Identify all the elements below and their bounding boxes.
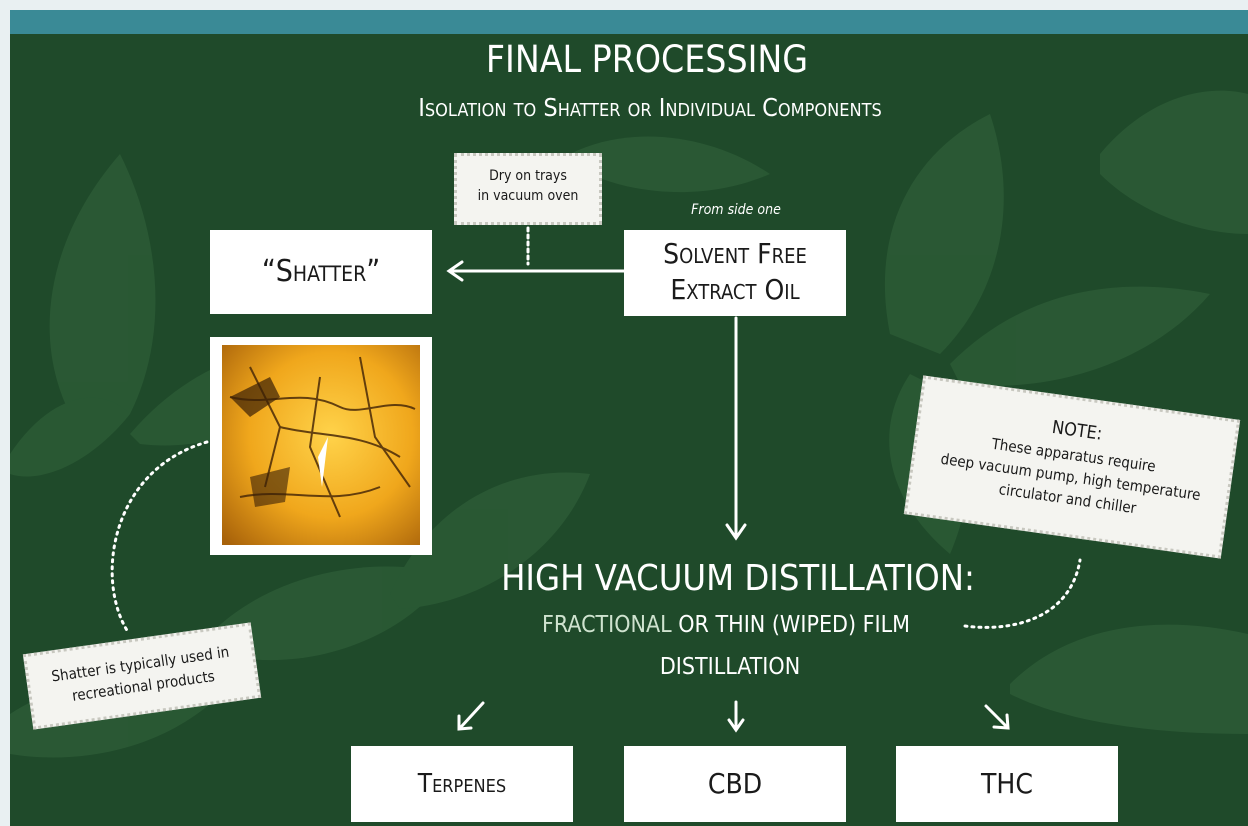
solvent-line-1: Solvent Free: [663, 237, 807, 270]
arrow-left-head-icon: [446, 260, 464, 282]
distillation-heading: HIGH VACUUM DISTILLATION:: [501, 558, 975, 599]
amber-shatter-image-icon: [222, 345, 420, 545]
output-terpenes-label: Terpenes: [417, 769, 507, 799]
dry-note-line-2: in vacuum oven: [477, 188, 579, 204]
distillation-line-2: DISTILLATION: [659, 654, 801, 680]
output-terpenes-box: Terpenes: [351, 746, 573, 822]
output-cbd-box: CBD: [624, 746, 846, 822]
distillation-thin-film: OR THIN (WIPED) FILM: [671, 612, 910, 638]
distillation-line-1: FRACTIONAL OR THIN (WIPED) FILM: [486, 612, 966, 638]
arrow-down-head-icon: [725, 523, 747, 541]
from-side-label: From side one: [691, 202, 781, 218]
top-bar: [10, 10, 1248, 34]
dry-on-trays-note: Dry on trays in vacuum oven: [454, 153, 602, 225]
page-title: FINAL PROCESSING: [485, 38, 809, 81]
page-subtitle: Isolation to Shatter or Individual Compo…: [418, 93, 882, 122]
arrow-down-left-icon: [459, 701, 485, 729]
dotted-curve-shatter-icon: [110, 440, 209, 634]
output-cbd-label: CBD: [707, 767, 763, 800]
shatter-photo: [210, 337, 432, 555]
dry-note-line-1: Dry on trays: [489, 168, 567, 184]
shatter-box: “Shatter”: [210, 230, 432, 314]
arrow-down-right-icon: [984, 704, 1008, 728]
solvent-line-2: Extract Oil: [670, 273, 800, 306]
shatter-label: “Shatter”: [261, 254, 381, 289]
output-thc-label: THC: [981, 767, 1033, 800]
dotted-curve-note-icon: [963, 558, 1082, 629]
distillation-fractional: FRACTIONAL: [541, 612, 672, 638]
solvent-free-extract-box: Solvent Free Extract Oil: [624, 230, 846, 316]
output-thc-box: THC: [896, 746, 1118, 822]
